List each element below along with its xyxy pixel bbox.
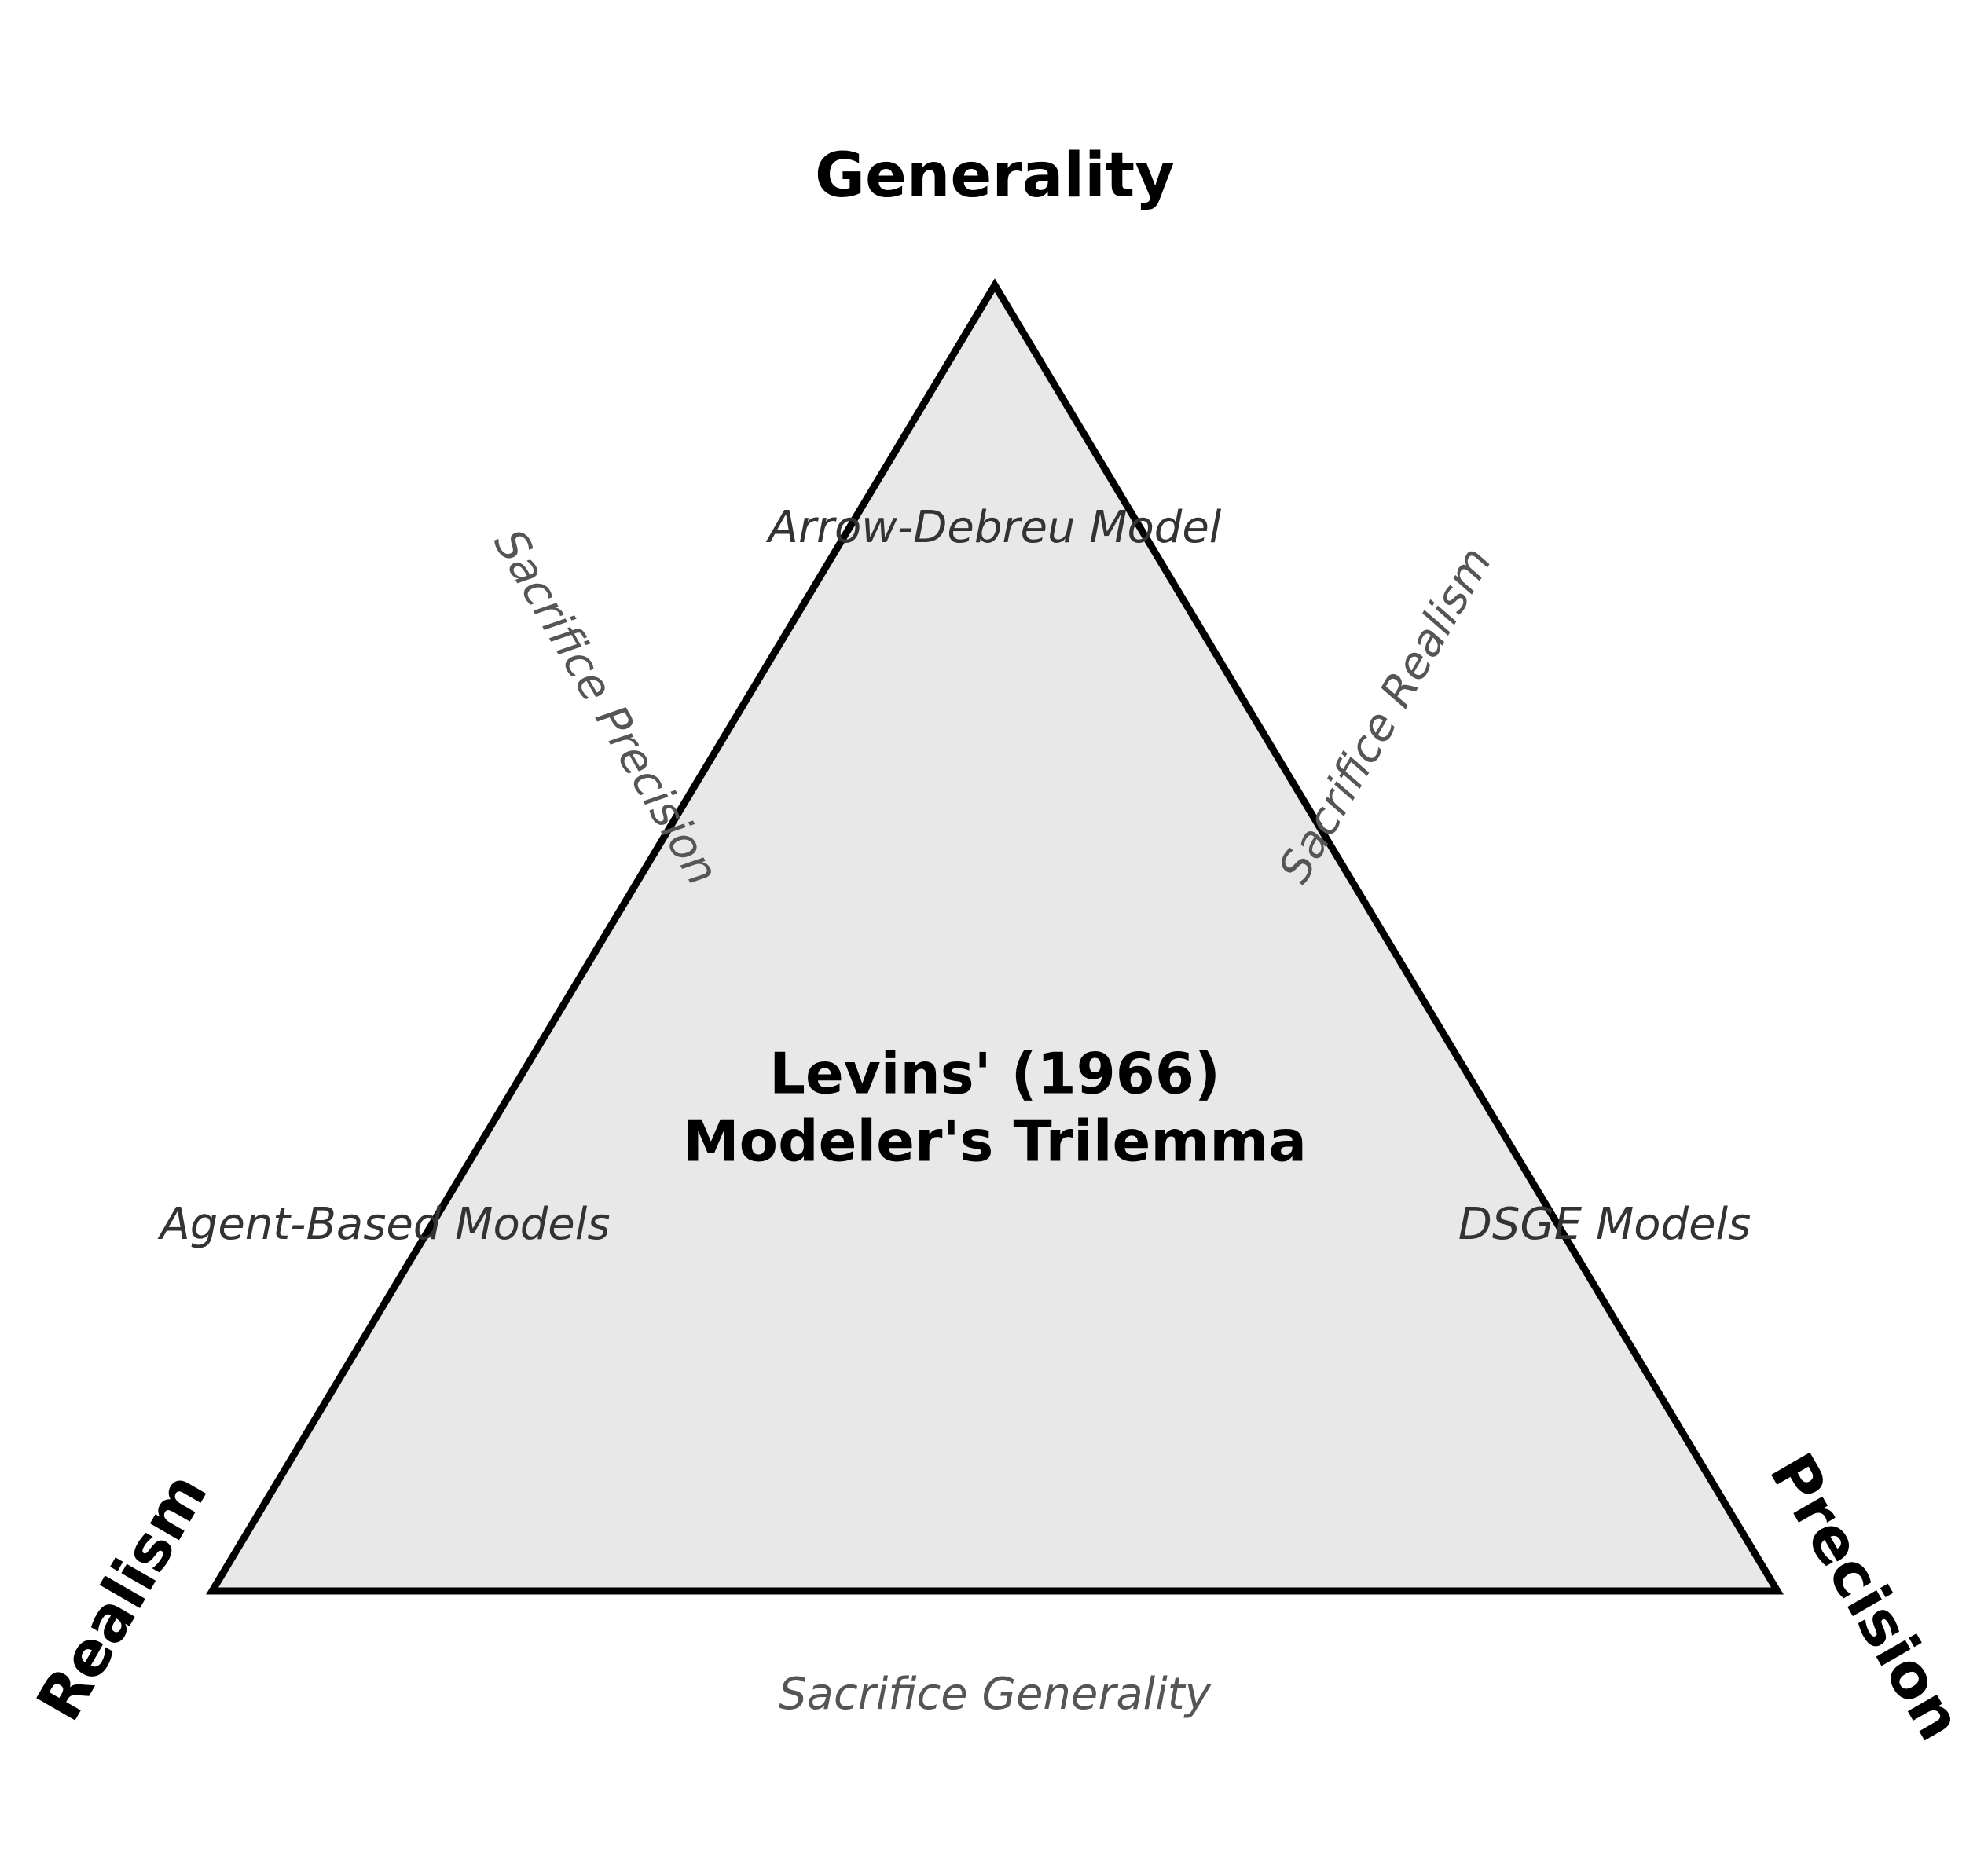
center-title-line-1: Levins' (1966): [769, 1041, 1220, 1107]
tradeoff-label-sacrifice-realism: Sacrifice Realism: [1269, 539, 1502, 892]
tradeoff-label-sacrifice-generality: Sacrifice Generality: [779, 1669, 1212, 1720]
vertex-label-realism: Realism: [24, 1461, 221, 1732]
vertex-label-generality: Generality: [815, 141, 1175, 211]
model-label-arrow-debreu: Arrow-Debreu Model: [766, 502, 1222, 553]
model-label-agent-based: Agent-Based Models: [158, 1199, 611, 1250]
tradeoff-label-sacrifice-precision: Sacrifice Precision: [483, 521, 728, 894]
vertex-label-precision: Precision: [1755, 1442, 1975, 1752]
model-label-dsge: DSGE Models: [1458, 1199, 1751, 1250]
center-title-line-2: Modeler's Trilemma: [683, 1109, 1307, 1175]
trilemma-triangle: [206, 278, 1784, 1595]
